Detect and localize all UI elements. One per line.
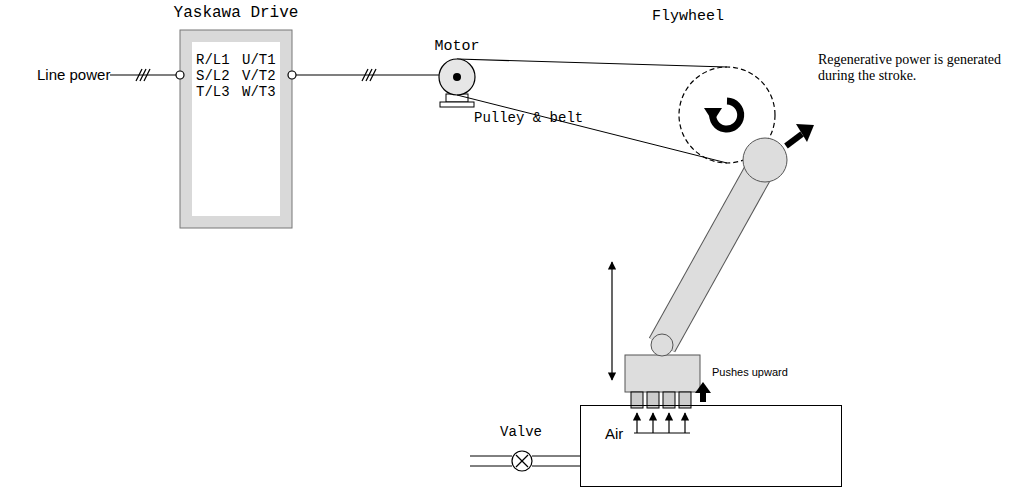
regen-note: Regenerative power is generated during t… [818, 52, 1014, 84]
force-arrow [786, 134, 802, 146]
motor-label: Motor [434, 38, 479, 55]
crank-arm [662, 160, 765, 345]
push-arrow [700, 392, 706, 402]
three-phase-mark [362, 69, 376, 81]
ram [625, 355, 700, 392]
motor: Motor [439, 59, 475, 95]
terminal-label: W/T3 [242, 84, 276, 100]
valve-label: Valve [500, 424, 542, 440]
belt-line [457, 59, 727, 67]
air-label: Air [605, 425, 623, 442]
push-arrowhead [695, 382, 711, 393]
drive-frame [180, 30, 292, 228]
terminal-label: R/L1 [196, 52, 230, 68]
line-power-label: Line power [37, 66, 110, 83]
terminal [176, 71, 184, 79]
terminal [288, 71, 296, 79]
flywheel: Flywheel [679, 67, 775, 163]
three-phase-mark [136, 69, 150, 81]
crank-arm [662, 160, 765, 345]
drive-title: Yaskawa Drive [174, 4, 299, 22]
air-arrows [637, 413, 685, 433]
drive-panel [192, 42, 280, 216]
rotation-arrowhead [704, 108, 722, 122]
drive-box: Yaskawa DriveR/L1S/L2T/L3U/T1V/T2W/T3 [180, 30, 292, 228]
crank-pin [743, 138, 787, 182]
motor-shaft [453, 73, 461, 81]
motor-base [440, 102, 474, 107]
motor-body [439, 59, 475, 95]
terminal-label: S/L2 [196, 68, 230, 84]
stroke-arrow [611, 262, 612, 380]
air-line [634, 433, 690, 434]
terminal-label: T/L3 [196, 84, 230, 100]
push-label: Pushes upward [712, 366, 788, 379]
belt-line [457, 95, 727, 163]
valve-cross [516, 455, 528, 467]
press-bed: Air [580, 405, 842, 487]
flywheel-label: Flywheel [652, 8, 724, 25]
valve-symbol [512, 451, 532, 471]
belt-label: Pulley & belt [474, 110, 583, 126]
terminal-label: V/T2 [242, 68, 276, 84]
force-arrowhead [796, 124, 814, 142]
terminal-label: U/T1 [242, 52, 276, 68]
ram-pin [651, 334, 673, 356]
